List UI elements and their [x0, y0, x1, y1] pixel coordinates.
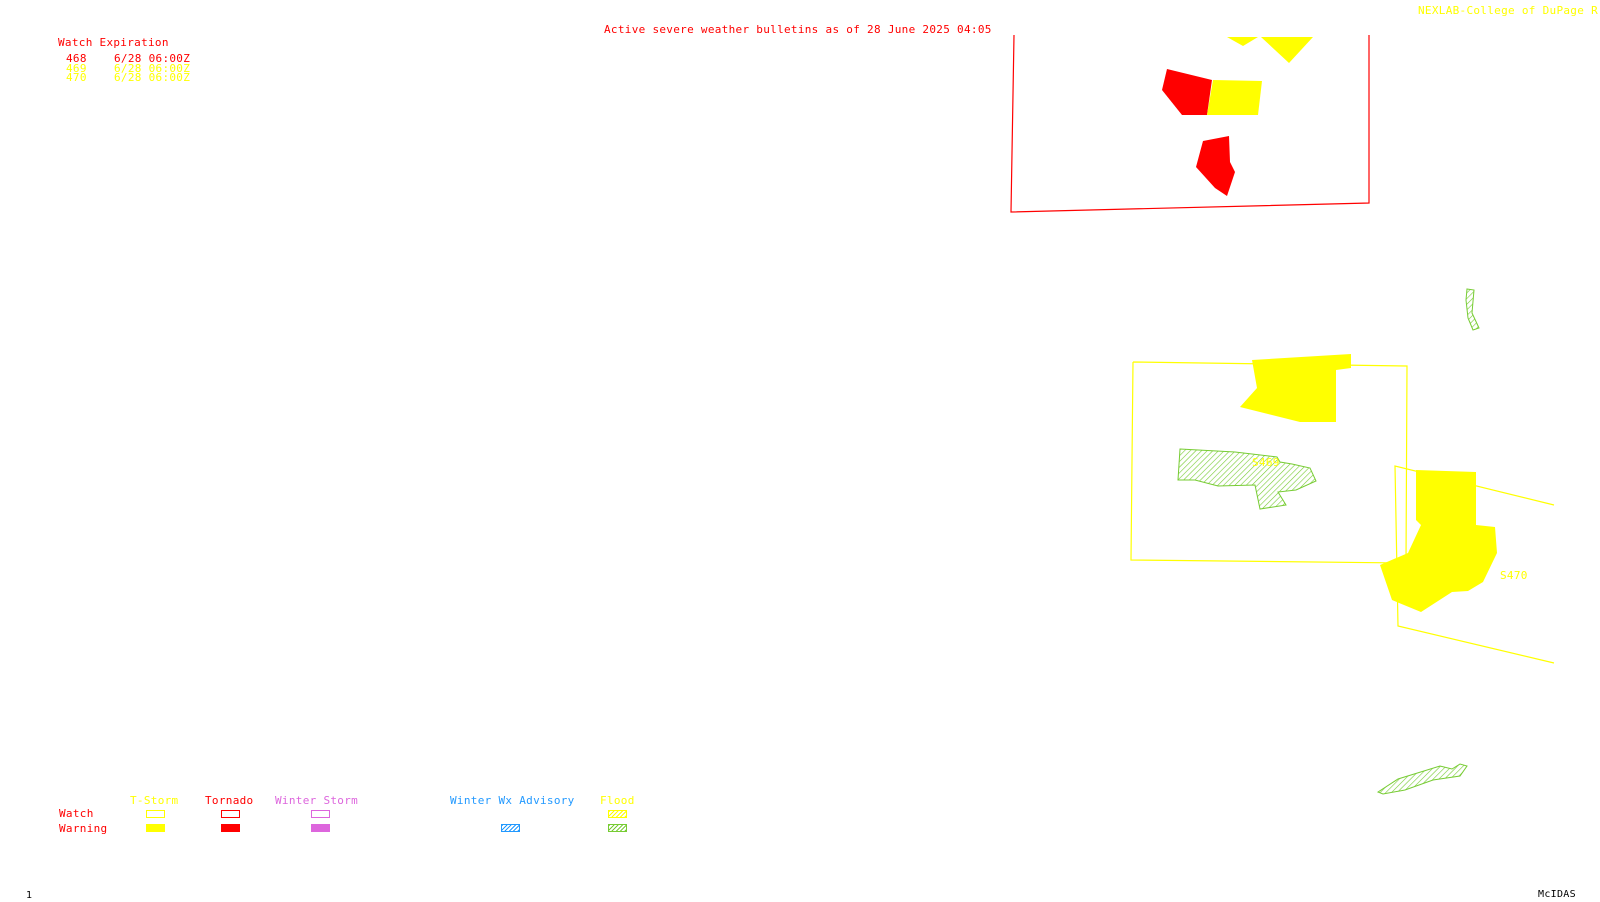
legend-swatch-flood-watch — [608, 810, 627, 818]
flood-warning-polygon — [1465, 288, 1480, 331]
watch-number: 468 — [66, 52, 87, 65]
legend-swatch-winter-storm-warning — [311, 824, 330, 832]
legend-swatch-flood-warning — [608, 824, 627, 832]
legend-label-flood: Flood — [600, 794, 635, 807]
tstorm-warning-polygon — [1240, 354, 1351, 422]
frame-number: 1 — [26, 890, 33, 901]
tornado-warning-polygon — [1196, 136, 1235, 196]
watch-label-s470: S470 — [1500, 569, 1528, 582]
watch-label-s469: S469 — [1252, 456, 1280, 469]
flood-warning-polygon — [1376, 763, 1468, 795]
legend-row-warning: Warning — [59, 822, 108, 835]
legend-row-watch: Watch — [59, 807, 94, 820]
tstorm-warning-polygon — [1380, 470, 1497, 612]
legend-swatch-tstorm-watch — [146, 810, 165, 818]
watch-expiration: 6/28 06:00Z — [114, 71, 191, 84]
flood-warning-polygon — [1177, 448, 1317, 510]
tstorm-warning-polygon — [1207, 80, 1262, 115]
credit-label: NEXLAB-College of DuPage R — [1418, 4, 1598, 17]
watch-expiration: 6/28 06:00Z — [114, 52, 191, 65]
watch-table-heading: Watch Expiration — [58, 36, 169, 49]
legend-swatch-tstorm-warning — [146, 824, 165, 832]
page-title: Active severe weather bulletins as of 28… — [604, 23, 992, 36]
legend-label-winter-wx-advisory: Winter Wx Advisory — [450, 794, 575, 807]
legend-label-tornado: Tornado — [205, 794, 254, 807]
legend-swatch-tornado-watch — [221, 810, 240, 818]
tstorm-warning-polygon — [1227, 37, 1258, 46]
legend-swatch-winter-wx-advisory — [501, 824, 520, 832]
tornado-warning-polygon — [1162, 69, 1212, 115]
watch-expiration: 6/28 06:00Z — [114, 62, 191, 75]
tornado-watch-468-box — [1010, 34, 1370, 213]
tstorm-warning-polygon — [1261, 37, 1313, 63]
software-label: McIDAS — [1538, 889, 1576, 900]
legend-swatch-tornado-warning — [221, 824, 240, 832]
legend-label-winter-storm: Winter Storm — [275, 794, 359, 807]
legend-swatch-winter-storm-watch — [311, 810, 330, 818]
watch-number: 469 — [66, 62, 87, 75]
watch-number: 470 — [66, 71, 87, 84]
legend-label-tstorm: T-Storm — [130, 794, 179, 807]
